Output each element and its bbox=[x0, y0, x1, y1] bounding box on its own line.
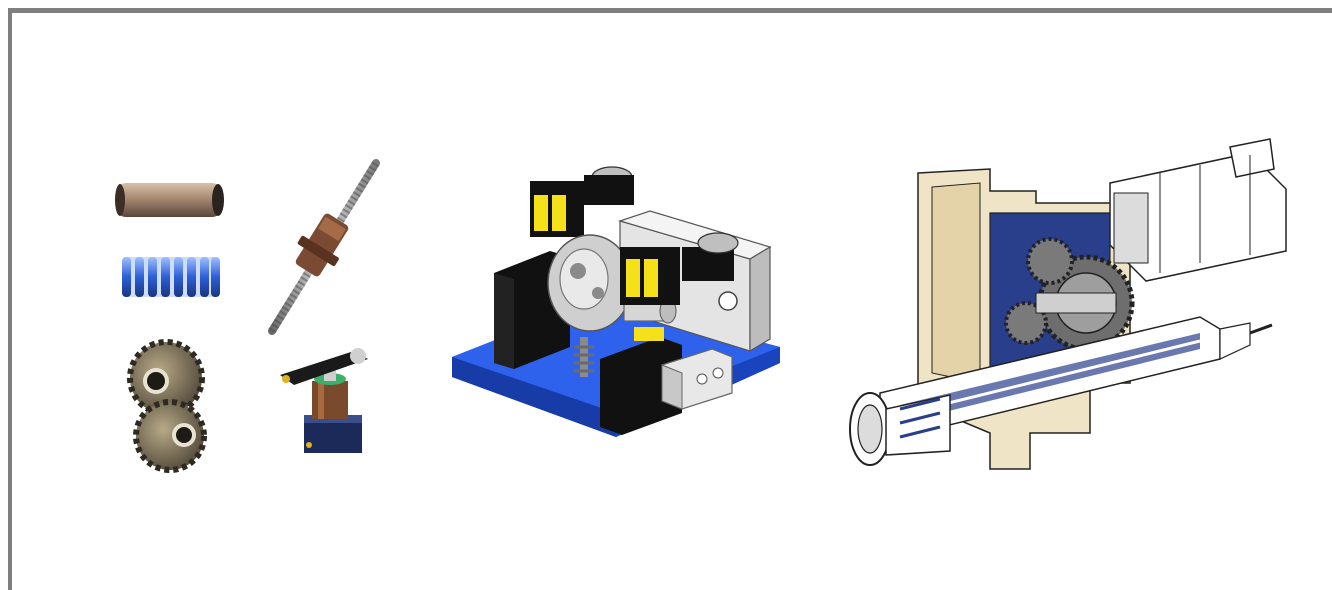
compression-spring-icon bbox=[122, 257, 220, 297]
fixture-right-support bbox=[600, 232, 739, 435]
fixture-left-support bbox=[494, 166, 634, 369]
helical-gears-icon bbox=[127, 339, 207, 473]
ball-screw-icon bbox=[268, 159, 380, 335]
dowel-pin-icon bbox=[115, 183, 224, 217]
fixture-clamp-cylinder bbox=[661, 348, 733, 410]
fixture-assembly-illustration bbox=[452, 166, 780, 437]
spindle-nose bbox=[849, 392, 951, 466]
spindle-gearbox-cutaway-illustration bbox=[849, 138, 1287, 470]
gear-train bbox=[1004, 237, 1135, 352]
slide-frame bbox=[8, 8, 1332, 590]
fixture-workpiece bbox=[547, 234, 677, 377]
machine-components-illustration bbox=[115, 159, 380, 473]
motor-body bbox=[1109, 138, 1287, 282]
swing-clamp-icon bbox=[280, 348, 368, 453]
